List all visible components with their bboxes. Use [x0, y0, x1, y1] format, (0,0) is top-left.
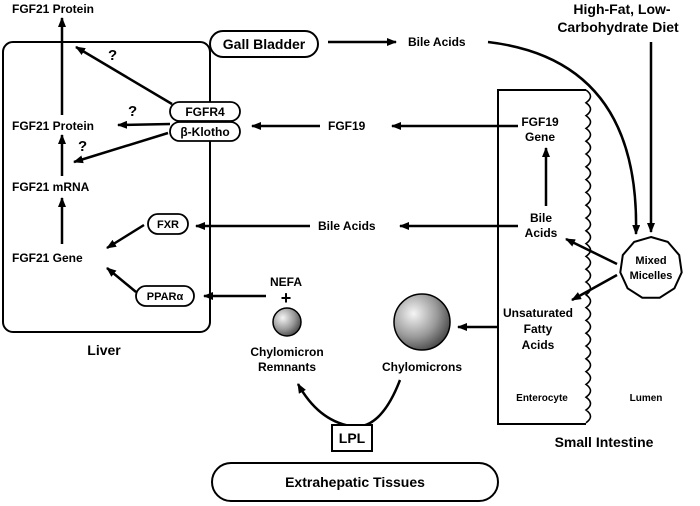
liver-box	[2, 41, 211, 333]
fgf21-mrna: FGF21 mRNA	[12, 180, 90, 194]
enterocyte-label: Enterocyte	[516, 393, 568, 404]
fgf21-protein-top: FGF21 Protein	[12, 2, 94, 16]
chylomicrons-label: Chylomicrons	[382, 360, 462, 374]
ppara-label: PPARα	[147, 291, 184, 303]
remnants-line-2: Remnants	[258, 360, 316, 374]
fgf19-label: FGF19	[328, 119, 366, 133]
gall-bladder-box	[209, 30, 319, 58]
question-mark-2: ?	[128, 103, 137, 120]
extrahepatic-label: Extrahepatic Tissues	[285, 474, 425, 490]
remnant-ball	[272, 307, 302, 337]
ppara-pill	[135, 285, 195, 307]
liver-label: Liver	[87, 342, 121, 358]
small-intestine-label: Small Intestine	[555, 434, 654, 450]
arrow-bile-to-micelles	[487, 40, 641, 235]
micelles-line-2: Micelles	[630, 270, 673, 282]
remnants-line-1: Chylomicron	[250, 345, 323, 359]
chylomicrons-ball	[393, 293, 451, 351]
fgf19-gene-line-2: Gene	[525, 130, 555, 144]
fgf19-gene-line-1: FGF19	[521, 115, 559, 129]
gall-bladder-label: Gall Bladder	[223, 36, 306, 52]
lpl-label: LPL	[339, 430, 366, 446]
bile-acids-top: Bile Acids	[408, 35, 466, 49]
micelles-line-1: Mixed	[635, 255, 666, 267]
mixed-micelles-shape	[619, 235, 683, 299]
klotho-pill	[169, 121, 241, 142]
unsaturated-line-3: Acids	[522, 338, 555, 352]
diet-line-1: High-Fat, Low-	[573, 1, 671, 17]
diet-line-2: Carbohydrate Diet	[557, 19, 679, 35]
intestine-bile-line-1: Bile	[530, 211, 552, 225]
arrow-fgfr4-to-protein	[117, 120, 171, 129]
intestine-bile-line-2: Acids	[525, 226, 558, 240]
question-mark-3: ?	[78, 138, 87, 155]
lpl-box	[331, 424, 373, 452]
klotho-label: β-Klotho	[180, 125, 229, 139]
arrow-fxr-to-gene	[106, 223, 145, 250]
fgfr4-pill	[169, 101, 241, 122]
fgf21-gene: FGF21 Gene	[12, 251, 83, 265]
arrow-micelles-to-fatty	[571, 273, 618, 302]
bile-acids-mid: Bile Acids	[318, 219, 376, 233]
intestine-villi	[584, 89, 592, 424]
unsaturated-line-2: Fatty	[524, 322, 553, 336]
fgf21-protein: FGF21 Protein	[12, 119, 94, 133]
arrow-klotho-to-mrna	[73, 131, 169, 164]
extrahepatic-box	[211, 462, 499, 502]
unsaturated-line-1: Unsaturated	[503, 306, 573, 320]
nefa-label: NEFA	[270, 275, 302, 289]
arrow-fgfr4-to-top	[75, 45, 173, 106]
intestine-box	[497, 89, 586, 425]
fxr-pill	[147, 213, 189, 235]
arrow-ppara-to-gene	[106, 267, 137, 293]
arrow-micelles-to-bile	[565, 237, 618, 266]
fxr-label: FXR	[157, 219, 179, 231]
lumen-label: Lumen	[630, 393, 663, 404]
question-mark-1: ?	[108, 47, 117, 64]
arrow-chylo-to-remnants	[296, 379, 402, 428]
fgfr4-label: FGFR4	[185, 105, 225, 119]
plus-sign: +	[281, 288, 292, 308]
